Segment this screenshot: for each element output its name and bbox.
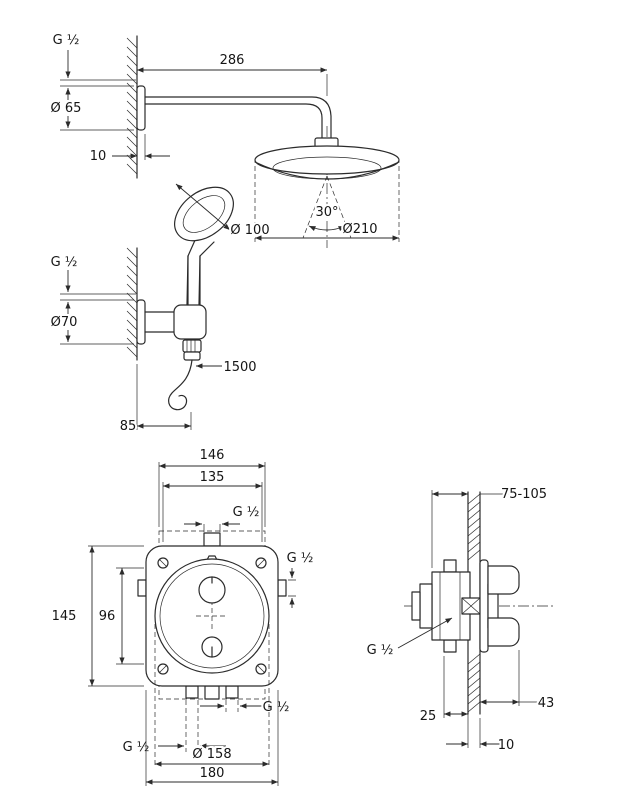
front-view: 146 135 G ½ G ½ 145 [50, 446, 315, 786]
dim-arm-length-label: 286 [220, 53, 245, 68]
dim-arm-length: 286 [137, 51, 328, 96]
handle-bottom [487, 617, 520, 647]
handle-top [487, 565, 520, 595]
side-view: 75-105 G ½ 25 43 10 [365, 485, 557, 755]
dim-thread-holder-label: G ½ [51, 255, 78, 270]
dim-thread-top: G ½ [51, 31, 136, 81]
dim-thread-top-label: G ½ [53, 33, 80, 48]
dim-inner-width-label: 135 [200, 470, 225, 485]
dim-wall-offset-label: 85 [120, 419, 137, 434]
dim-depth-range-label: 75-105 [501, 487, 547, 502]
dim-thread-side: G ½ [365, 617, 453, 660]
bottom-port-center [204, 685, 220, 700]
dim-spray-angle: 30° [302, 175, 352, 239]
shower-head [254, 145, 400, 180]
dim-holder-dia-label: Ø70 [51, 315, 78, 330]
dim-head-dia: Ø210 [254, 166, 400, 242]
side-port-right [277, 579, 287, 597]
escutcheon-inner [159, 563, 265, 669]
bottom-port-left [185, 685, 199, 699]
dim-flange-dia-label: Ø 65 [51, 101, 82, 116]
arm-wall-flange [136, 85, 146, 131]
wall-holder [136, 255, 207, 345]
dim-thread-right-front-label: G ½ [287, 551, 314, 566]
dim-hand-shower-dia-label: Ø 100 [230, 223, 269, 238]
dim-wall-thickness: 10 [446, 718, 516, 755]
assembly-view: 286 G ½ Ø 65 10 30° [49, 31, 400, 436]
dim-front-depth-label: 25 [420, 709, 437, 724]
dim-escutcheon-dia: Ø 158 [154, 624, 270, 768]
dim-hand-shower-dia: Ø 100 [175, 183, 272, 240]
dim-height-label: 145 [52, 609, 77, 624]
valve-body [411, 559, 520, 653]
dim-spray-angle-label: 30° [315, 205, 338, 220]
dim-thread-bottom-right: G ½ [200, 698, 291, 717]
dim-depth-range: 75-105 [431, 485, 549, 568]
dim-plate-width-label: 180 [200, 766, 225, 781]
dim-flange-dia: Ø 65 [49, 85, 134, 131]
dim-thread-side-label: G ½ [367, 643, 394, 658]
wall-section-holder [126, 247, 138, 361]
shower-hose [168, 351, 201, 411]
dim-flange-depth: 10 [88, 134, 170, 166]
dim-thread-holder: G ½ [49, 253, 136, 295]
dim-thread-top-front: G ½ [184, 503, 261, 532]
dim-front-depth: 25 [418, 656, 469, 726]
dim-thread-right-front: G ½ [285, 549, 315, 608]
dim-holder-dia: Ø70 [49, 299, 134, 345]
dim-wall-thickness-label: 10 [498, 738, 515, 753]
escutcheon-centerlines [196, 600, 228, 632]
dim-inner-width: 135 [162, 468, 263, 542]
dim-wall-offset: 85 [118, 364, 192, 436]
dim-hose-length-label: 1500 [223, 360, 256, 375]
dim-head-dia-label: Ø210 [342, 222, 377, 237]
dim-hose-length: 1500 [196, 358, 259, 377]
bottom-port-right [225, 685, 239, 699]
top-port [203, 532, 221, 547]
dim-thread-bottom-left-label: G ½ [123, 740, 150, 755]
escutcheon-side [479, 559, 489, 653]
dim-box-width-label: 146 [200, 448, 225, 463]
dim-port-span: 96 [97, 567, 144, 665]
dim-port-span-label: 96 [99, 609, 116, 624]
plate-screws [157, 557, 267, 675]
dim-thread-bottom-right-label: G ½ [263, 700, 290, 715]
dim-height: 145 [50, 545, 144, 687]
dim-handle-depth-label: 43 [538, 696, 555, 711]
dim-flange-depth-label: 10 [90, 149, 107, 164]
dim-plate-width: 180 [145, 690, 279, 786]
side-port-left [137, 579, 147, 597]
dim-thread-top-front-label: G ½ [233, 505, 260, 520]
dim-escutcheon-dia-label: Ø 158 [192, 747, 231, 762]
dim-thread-bottom-left: G ½ [121, 700, 226, 757]
wall-section-top [126, 35, 138, 179]
dim-box-width: 146 [158, 446, 266, 527]
dim-handle-depth: 43 [480, 650, 556, 713]
